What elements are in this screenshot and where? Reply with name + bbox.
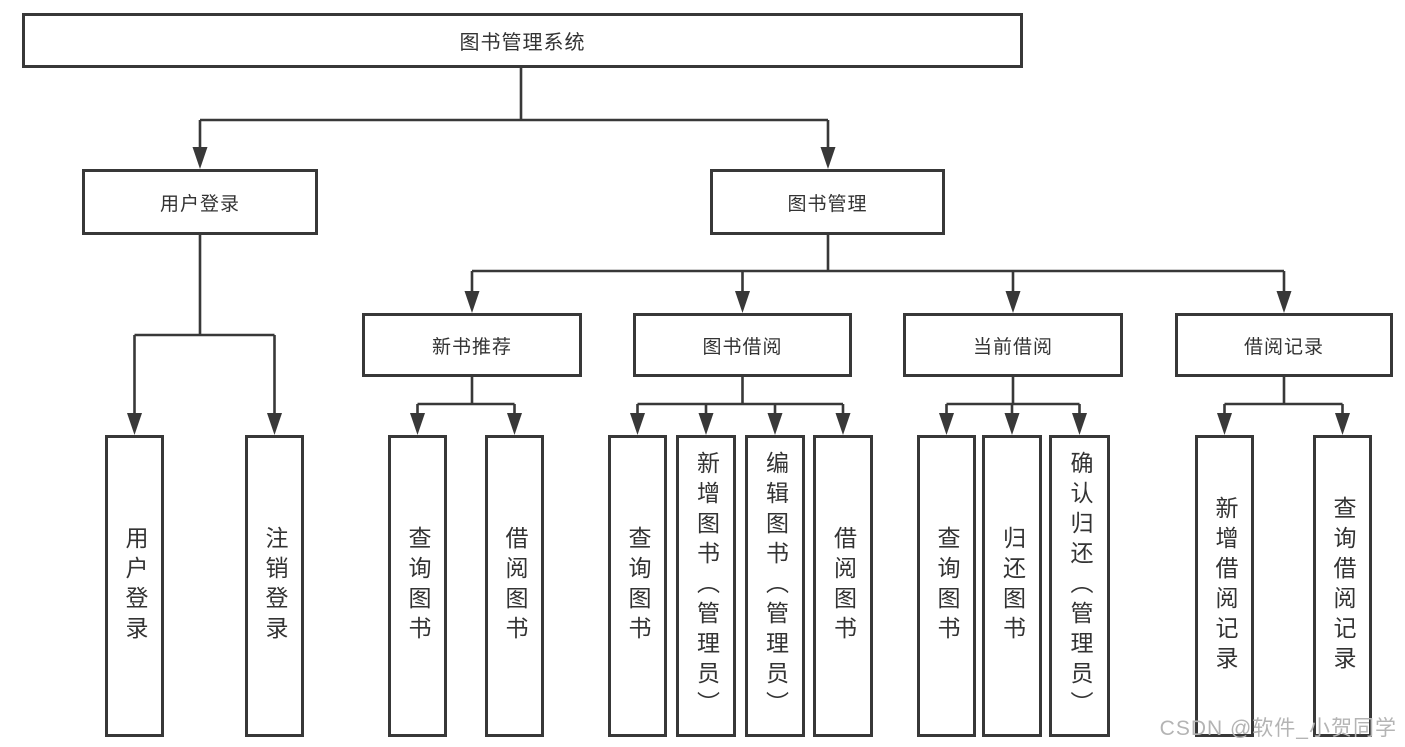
node-new-book-recommendation: 新书推荐 xyxy=(362,313,582,377)
node-label: 用户登录 xyxy=(159,193,240,215)
node-label: 图书管理系统 xyxy=(459,32,586,54)
node-library-management-system: 图书管理系统 xyxy=(22,13,1023,68)
leaf-label: 查询图书 xyxy=(625,526,651,646)
leaf-logout-login: 注销登录 xyxy=(245,435,304,737)
node-borrowing-records: 借阅记录 xyxy=(1175,313,1393,377)
leaf-query-borrow-record: 查询借阅记录 xyxy=(1313,435,1372,737)
leaf-label: 查询图书 xyxy=(934,526,960,646)
leaf-query-books-borrow: 查询图书 xyxy=(608,435,667,737)
node-current-borrowing: 当前借阅 xyxy=(903,313,1123,377)
node-book-borrowing: 图书借阅 xyxy=(633,313,852,377)
leaf-return-books: 归还图书 xyxy=(982,435,1042,737)
node-user-login: 用户登录 xyxy=(82,169,318,235)
leaf-label: 确认归还（管理员） xyxy=(1067,451,1093,721)
node-label: 图书管理 xyxy=(787,193,868,215)
leaf-label: 借阅图书 xyxy=(830,526,857,646)
leaf-confirm-return-admin: 确认归还（管理员） xyxy=(1049,435,1110,737)
leaf-query-books-current: 查询图书 xyxy=(917,435,976,737)
node-label: 新书推荐 xyxy=(431,336,512,358)
leaf-label: 查询图书 xyxy=(405,526,431,646)
leaf-borrow-books-recommend: 借阅图书 xyxy=(485,435,544,737)
leaf-label: 编辑图书（管理员） xyxy=(762,451,789,721)
node-label: 借阅记录 xyxy=(1243,336,1324,358)
leaf-edit-books-admin: 编辑图书（管理员） xyxy=(745,435,805,737)
leaf-user-login: 用户登录 xyxy=(105,435,164,737)
leaf-query-books-recommend: 查询图书 xyxy=(388,435,447,737)
leaf-label: 新增图书（管理员） xyxy=(693,451,720,721)
leaf-borrow-books: 借阅图书 xyxy=(813,435,873,737)
leaf-label: 新增借阅记录 xyxy=(1212,496,1238,676)
leaf-label: 查询借阅记录 xyxy=(1330,496,1356,676)
node-label: 图书借阅 xyxy=(702,336,783,358)
leaf-add-borrow-record: 新增借阅记录 xyxy=(1195,435,1254,737)
leaf-label: 归还图书 xyxy=(999,526,1026,646)
leaf-label: 用户登录 xyxy=(122,526,148,646)
node-label: 当前借阅 xyxy=(972,336,1053,358)
leaf-label: 注销登录 xyxy=(262,526,288,646)
node-book-management: 图书管理 xyxy=(710,169,945,235)
watermark: CSDN @软件_小贺同学 xyxy=(1159,717,1397,740)
leaf-label: 借阅图书 xyxy=(502,526,528,646)
leaf-add-books-admin: 新增图书（管理员） xyxy=(676,435,736,737)
